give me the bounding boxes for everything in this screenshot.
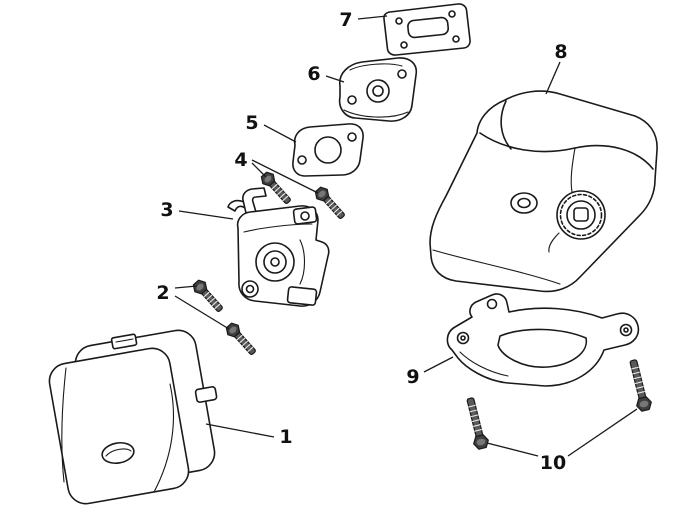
leader-line-3 xyxy=(178,210,234,220)
leader-lines xyxy=(174,15,638,457)
carburetor-gasket xyxy=(292,123,364,177)
cover-screw-b xyxy=(225,322,256,355)
leader-line-4a xyxy=(251,162,267,178)
carburetor xyxy=(227,187,330,307)
insulator-block xyxy=(338,57,418,122)
part-label-6: 6 xyxy=(307,63,320,85)
leader-line-5 xyxy=(263,124,297,143)
air-filter-cover xyxy=(48,329,218,505)
leader-line-10a xyxy=(486,442,539,457)
mounting-bracket xyxy=(446,293,640,387)
leader-line-6 xyxy=(325,75,345,83)
leader-line-2a xyxy=(174,285,198,289)
part-label-7: 7 xyxy=(339,9,352,31)
bracket-bolt-right xyxy=(629,359,652,412)
leader-line-2b xyxy=(174,295,230,330)
part-label-1: 1 xyxy=(279,426,292,448)
part-labels: 1 2 3 4 5 6 7 8 9 10 xyxy=(156,9,567,474)
cover-screw-a xyxy=(192,279,223,312)
part-label-9: 9 xyxy=(406,366,419,388)
part-label-5: 5 xyxy=(245,112,258,134)
leader-line-7 xyxy=(357,15,388,20)
part-label-2: 2 xyxy=(156,282,169,304)
leader-line-8 xyxy=(545,61,561,95)
intake-gasket-plate xyxy=(383,3,471,56)
leader-line-1 xyxy=(205,423,275,438)
part-label-8: 8 xyxy=(554,41,567,63)
bracket-bolt-left xyxy=(466,397,489,450)
part-label-3: 3 xyxy=(160,199,173,221)
fuel-tank xyxy=(429,90,658,293)
leader-line-9 xyxy=(423,356,454,373)
part-label-10: 10 xyxy=(540,452,566,474)
leader-line-4b xyxy=(251,159,319,194)
part-label-4: 4 xyxy=(234,149,247,171)
leader-line-10b xyxy=(567,408,638,457)
